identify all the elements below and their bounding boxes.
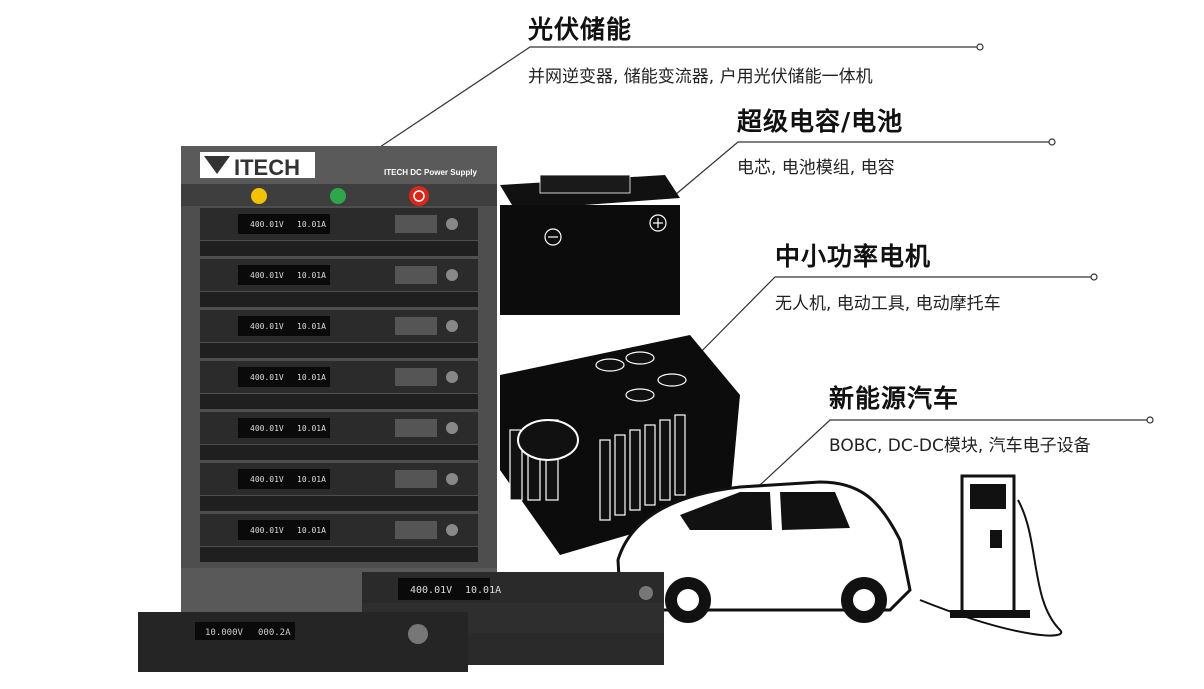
rack-unit-current: 10.01A	[297, 526, 326, 535]
rack-unit-display	[238, 520, 330, 540]
app-desc-motor: 无人机, 电动工具, 电动摩托车	[775, 294, 1001, 314]
rack-unit-knob	[446, 524, 458, 536]
rack-unit-display	[238, 418, 330, 438]
rack-vent	[200, 292, 478, 307]
rack-unit-knob	[446, 422, 458, 434]
rack-unit-voltage: 400.01V	[250, 220, 284, 229]
rack-unit-current: 10.01A	[297, 373, 326, 382]
app-title-motor: 中小功率电机	[775, 242, 932, 271]
rack-vent	[200, 547, 478, 562]
rack-units: 400.01V 10.01A 400.01V 10.01A 400.01V 10.01A 4…	[200, 208, 478, 562]
leader-lines	[379, 43, 1154, 486]
rack-unit-keypad	[395, 266, 437, 284]
rack-unit-current: 10.01A	[297, 424, 326, 433]
itech-logo: ITECH	[234, 155, 300, 180]
rack-unit-knob	[446, 473, 458, 485]
rack-unit-voltage: 400.01V	[250, 373, 284, 382]
leader-dot-pv	[976, 43, 984, 51]
desktop-power-units: 400.01V 10.01A 10.000V 000.2A	[138, 572, 664, 672]
green-button-icon	[330, 188, 346, 204]
rack-unit-current: 10.01A	[297, 322, 326, 331]
yellow-button-icon	[251, 188, 267, 204]
rack-unit-keypad	[395, 215, 437, 233]
electric-car-icon	[616, 480, 912, 623]
unit-voltage-reading: 400.01V	[410, 585, 452, 596]
rack-unit-current: 10.01A	[297, 271, 326, 280]
rack-unit-current: 10.01A	[297, 475, 326, 484]
leader-line-battery	[674, 141, 1050, 196]
rack-unit-knob	[446, 218, 458, 230]
rack-vent	[200, 445, 478, 460]
rack-unit-keypad	[395, 521, 437, 539]
leader-dot-battery	[1048, 138, 1056, 146]
rack-unit-keypad	[395, 419, 437, 437]
rack-unit-voltage: 400.01V	[250, 526, 284, 535]
itech-logo-icon	[204, 156, 230, 174]
rack-unit-knob	[446, 371, 458, 383]
leader-dot-motor	[1090, 273, 1098, 281]
small-unit-current: 000.2A	[258, 628, 291, 638]
rack-unit-keypad	[395, 470, 437, 488]
app-desc-ev: BOBC, DC-DC模块, 汽车电子设备	[829, 436, 1091, 456]
charging-station-icon	[919, 474, 1063, 637]
leader-line-pv	[379, 46, 978, 148]
unit-current-reading: 10.01A	[465, 585, 501, 596]
rack-label: ITECH DC Power Supply	[384, 168, 477, 177]
small-unit-voltage: 10.000V	[205, 628, 244, 638]
rack-unit-keypad	[395, 368, 437, 386]
leader-line-ev	[759, 419, 1148, 486]
leader-line-motor	[682, 276, 1092, 371]
leader-dot-ev	[1146, 416, 1154, 424]
rack-unit-current: 10.01A	[297, 220, 326, 229]
rack-unit-display	[238, 214, 330, 234]
rack-vent	[200, 241, 478, 256]
rack-unit-display	[238, 265, 330, 285]
rack-unit-display	[238, 367, 330, 387]
rack-vent	[200, 343, 478, 358]
rack-unit-voltage: 400.01V	[250, 271, 284, 280]
app-title-supercap-battery: 超级电容/电池	[737, 107, 904, 136]
rack-vent	[200, 496, 478, 511]
rack-unit-display	[238, 316, 330, 336]
app-title-pv-storage: 光伏储能	[528, 15, 633, 44]
rack-vent	[200, 394, 478, 409]
app-desc-pv-storage: 并网逆变器, 储能变流器, 户用光伏储能一体机	[528, 67, 873, 87]
app-desc-supercap-battery: 电芯, 电池模组, 电容	[737, 158, 895, 178]
battery-icon	[500, 174, 680, 315]
rack-cabinet: ITECH ITECH DC Power Supply 400.01V 10.01…	[181, 146, 497, 618]
emergency-stop-icon	[409, 186, 429, 206]
rack-unit-voltage: 400.01V	[250, 322, 284, 331]
app-title-ev: 新能源汽车	[829, 384, 960, 413]
rack-unit-knob	[446, 320, 458, 332]
rack-unit-display	[238, 469, 330, 489]
rack-unit-knob	[446, 269, 458, 281]
rack-unit-keypad	[395, 317, 437, 335]
rack-unit-voltage: 400.01V	[250, 424, 284, 433]
rack-unit-voltage: 400.01V	[250, 475, 284, 484]
